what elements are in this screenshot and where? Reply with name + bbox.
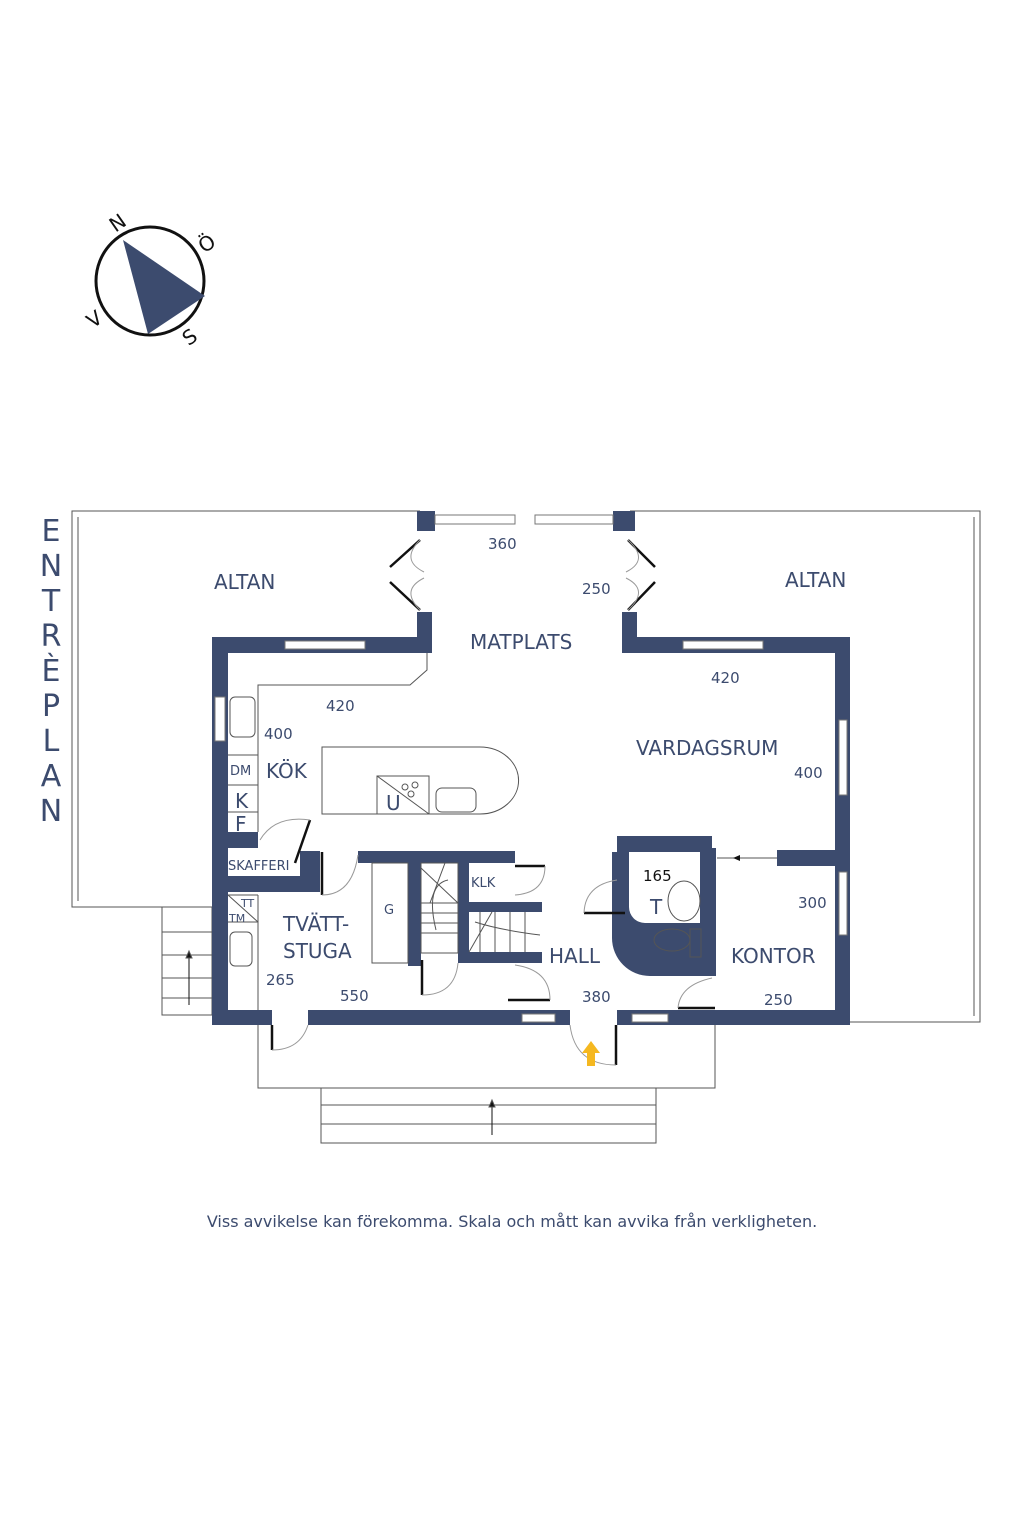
room-altan-left: ALTAN [214,570,275,594]
dim-vardagsrum-d: 400 [794,764,823,782]
wardrobe [371,862,409,964]
island-sink-icon [435,787,477,813]
stove-icon [376,775,430,815]
windows [214,514,848,1023]
room-vardagsrum: VARDAGSRUM [636,736,778,760]
dim-kontor-d: 300 [798,894,827,912]
room-klk: KLK [471,876,496,891]
kitchen-island [321,746,520,815]
side-stairs [161,906,213,1016]
appliance-tm: TM [228,912,245,925]
compass: N Ö S V [82,209,220,351]
fixtures [227,653,702,1010]
room-tvattstuga: TVÄTT- [282,912,349,936]
room-altan-right: ALTAN [785,568,846,592]
room-garderob: G [384,903,394,918]
floor-title: E N T R È P L A N [40,514,62,829]
staircase [420,862,541,954]
title-letter: L [43,724,60,759]
title-letter: P [42,689,60,724]
title-letter: E [42,514,61,549]
room-tvattstuga-2: STUGA [283,939,352,963]
room-kontor: KONTOR [731,944,816,968]
dim-tvatt-d: 265 [266,971,295,989]
dim-matplats-w: 360 [488,535,517,553]
title-letter: R [41,619,62,654]
entrance-arrow-icon [582,1041,600,1066]
compass-needle-icon [123,240,205,334]
title-letter: N [40,794,62,829]
room-kok: KÖK [266,759,308,783]
disclaimer: Viss avvikelse kan förekomma. Skala och … [206,1212,818,1231]
appliance-tt: TT [240,897,255,910]
room-toalett: T [649,895,663,919]
doors[interactable] [259,818,777,1066]
dim-hall-w: 380 [582,988,611,1006]
laundry-sink-icon [229,931,253,967]
compass-s: S [178,324,202,351]
room-skafferi: SKAFFERI [228,859,289,874]
dim-kok-d: 400 [264,725,293,743]
appliance-dm: DM [230,764,251,779]
sink-icon [229,696,256,738]
appliance-u: U [386,791,401,815]
front-stairs [320,1087,657,1144]
title-letter: T [41,584,61,619]
appliance-k: K [235,789,249,813]
room-hall: HALL [549,944,601,968]
dim-tvatt-w: 550 [340,987,369,1005]
dim-vardagsrum-w: 420 [711,669,740,687]
dim-matplats-d: 250 [582,580,611,598]
dim-toalett: 165 [643,867,672,885]
dim-kok-w: 420 [326,697,355,715]
appliance-f: F [235,812,247,836]
title-letter: È [42,653,61,689]
terrace-doors[interactable] [389,539,656,611]
room-matplats: MATPLATS [470,630,572,654]
washbasin-icon [667,880,701,922]
title-letter: N [40,549,62,584]
dim-kontor-w: 250 [764,991,793,1009]
title-letter: A [41,759,62,794]
